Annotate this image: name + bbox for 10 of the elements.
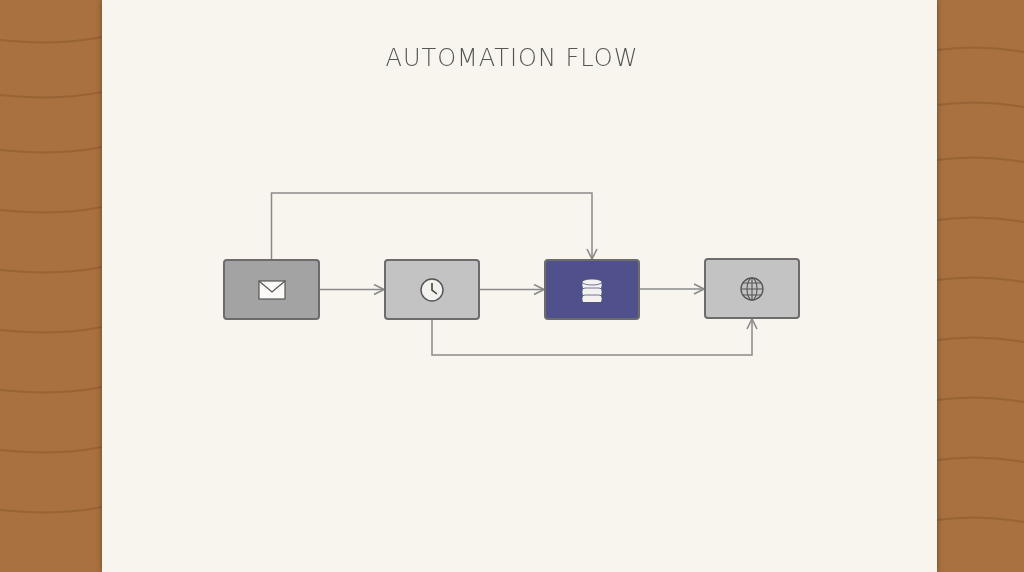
- arrow: [431, 318, 758, 356]
- process-box: [704, 258, 800, 319]
- arrow: [639, 283, 705, 295]
- arrow: [270, 192, 598, 260]
- arrow: [319, 283, 385, 296]
- process-box: [544, 259, 640, 320]
- process-box: [384, 259, 480, 320]
- arrow: [479, 283, 545, 296]
- diagram-title: AUTOMATION FLOW: [385, 44, 639, 72]
- process-box: [223, 259, 320, 320]
